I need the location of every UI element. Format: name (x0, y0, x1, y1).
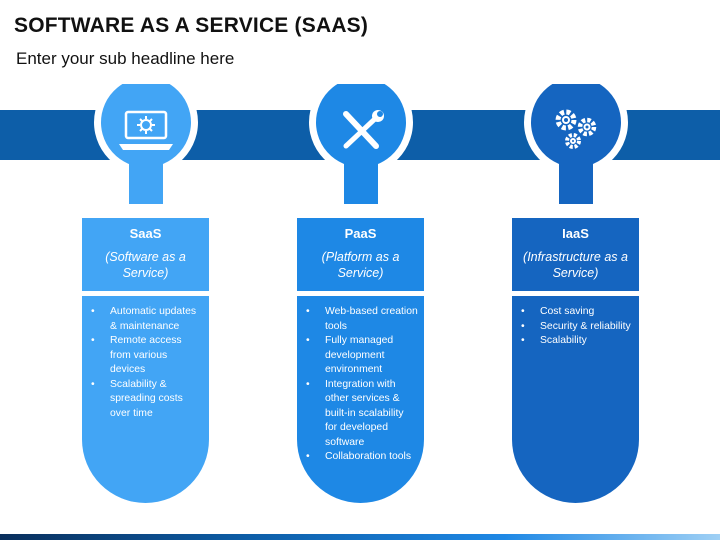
saas-details: Automatic updates & maintenance Remote a… (82, 296, 209, 503)
iaas-details: Cost saving Security & reliability Scala… (512, 296, 639, 503)
saas-bullet: Remote access from various devices (91, 334, 203, 378)
paas-medallion (286, 84, 436, 204)
paas-label-box: PaaS (Platform as a Service) (297, 218, 424, 291)
iaas-bullet: Security & reliability (521, 320, 633, 335)
iaas-bullet: Cost saving (521, 305, 633, 320)
gears-icon (555, 109, 597, 149)
saas-column: SaaS (Software as a Service) Automatic u… (82, 0, 209, 540)
page-subtitle: Enter your sub headline here (16, 49, 235, 68)
iaas-description: (Infrastructure as a Service) (523, 250, 628, 280)
iaas-name: IaaS (562, 226, 589, 241)
saas-bullet: Automatic updates & maintenance (91, 305, 203, 334)
saas-bullet: Scalability & spreading costs over time (91, 378, 203, 422)
paas-column: PaaS (Platform as a Service) Web-based c… (297, 0, 424, 540)
paas-name: PaaS (344, 226, 377, 241)
saas-medallion (71, 84, 221, 204)
saas-name: SaaS (129, 226, 162, 241)
wrench-screwdriver-icon (343, 110, 384, 149)
saas-label-box: SaaS (Software as a Service) (82, 218, 209, 291)
paas-details: Web-based creation tools Fully managed d… (297, 296, 424, 503)
paas-bullet: Collaboration tools (306, 450, 418, 465)
paas-description: (Platform as a Service) (321, 250, 400, 280)
laptop-gear-icon (119, 110, 173, 150)
iaas-bullet: Scalability (521, 334, 633, 349)
iaas-label-box: IaaS (Infrastructure as a Service) (512, 218, 639, 291)
paas-bullet: Fully managed development environment (306, 334, 418, 378)
paas-bullet: Integration with other services & built-… (306, 378, 418, 451)
saas-description: (Software as a Service) (105, 250, 186, 280)
iaas-medallion (501, 84, 651, 204)
paas-bullet: Web-based creation tools (306, 305, 418, 334)
iaas-column: IaaS (Infrastructure as a Service) Cost … (512, 0, 639, 540)
bottom-accent-bar (0, 534, 720, 540)
page-title: SOFTWARE AS A SERVICE (SAAS) (14, 14, 369, 37)
